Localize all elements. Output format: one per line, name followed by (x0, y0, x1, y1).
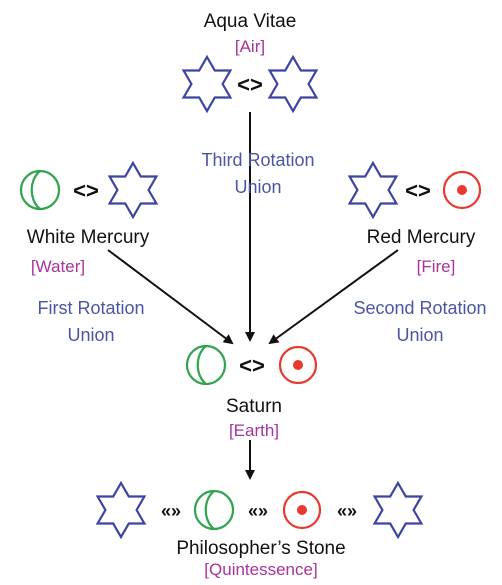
white-mercury-element: [Water] (31, 257, 85, 276)
white-mercury-name: White Mercury (27, 227, 150, 248)
hexagram-icon (96, 481, 146, 539)
second-rotation-line2: Union (396, 325, 443, 345)
union-symbol: <> (73, 178, 99, 203)
globe-circle-icon (19, 169, 61, 211)
sun-dot-circle-icon (278, 345, 318, 385)
first-rotation-line2: Union (67, 325, 114, 345)
double-union-symbol: «» (248, 501, 268, 521)
sun-dot-circle-icon (442, 170, 482, 210)
hexagram-icon (268, 55, 318, 113)
hexagram-icon (373, 481, 423, 539)
union-symbol: <> (405, 178, 431, 203)
red-mercury-name: Red Mercury (367, 227, 476, 248)
hexagram-icon (108, 161, 158, 219)
saturn-element: [Earth] (229, 421, 279, 440)
red-mercury-element: [Fire] (417, 257, 456, 276)
arrow-red-to-saturn (268, 249, 399, 345)
saturn-name: Saturn (226, 396, 282, 417)
double-union-symbol: «» (337, 501, 357, 521)
globe-circle-icon (193, 489, 235, 531)
sun-dot-circle-icon (282, 490, 322, 530)
first-rotation-line1: First Rotation (37, 298, 144, 318)
union-symbol: <> (239, 353, 265, 378)
double-union-symbol: «» (161, 501, 181, 521)
philosophers-stone-name: Philosopher’s Stone (176, 538, 345, 559)
third-rotation-line2: Union (234, 177, 281, 197)
arrow-white-to-saturn (107, 249, 234, 345)
third-rotation-line1: Third Rotation (201, 150, 314, 170)
philosophers-stone-element: [Quintessence] (204, 560, 317, 579)
union-symbol: <> (237, 72, 263, 97)
hexagram-icon (182, 55, 232, 113)
second-rotation-line1: Second Rotation (353, 298, 486, 318)
hexagram-icon (348, 161, 398, 219)
aqua-vitae-element: [Air] (235, 37, 265, 56)
aqua-vitae-name: Aqua Vitae (204, 11, 297, 32)
globe-circle-icon (185, 344, 227, 386)
